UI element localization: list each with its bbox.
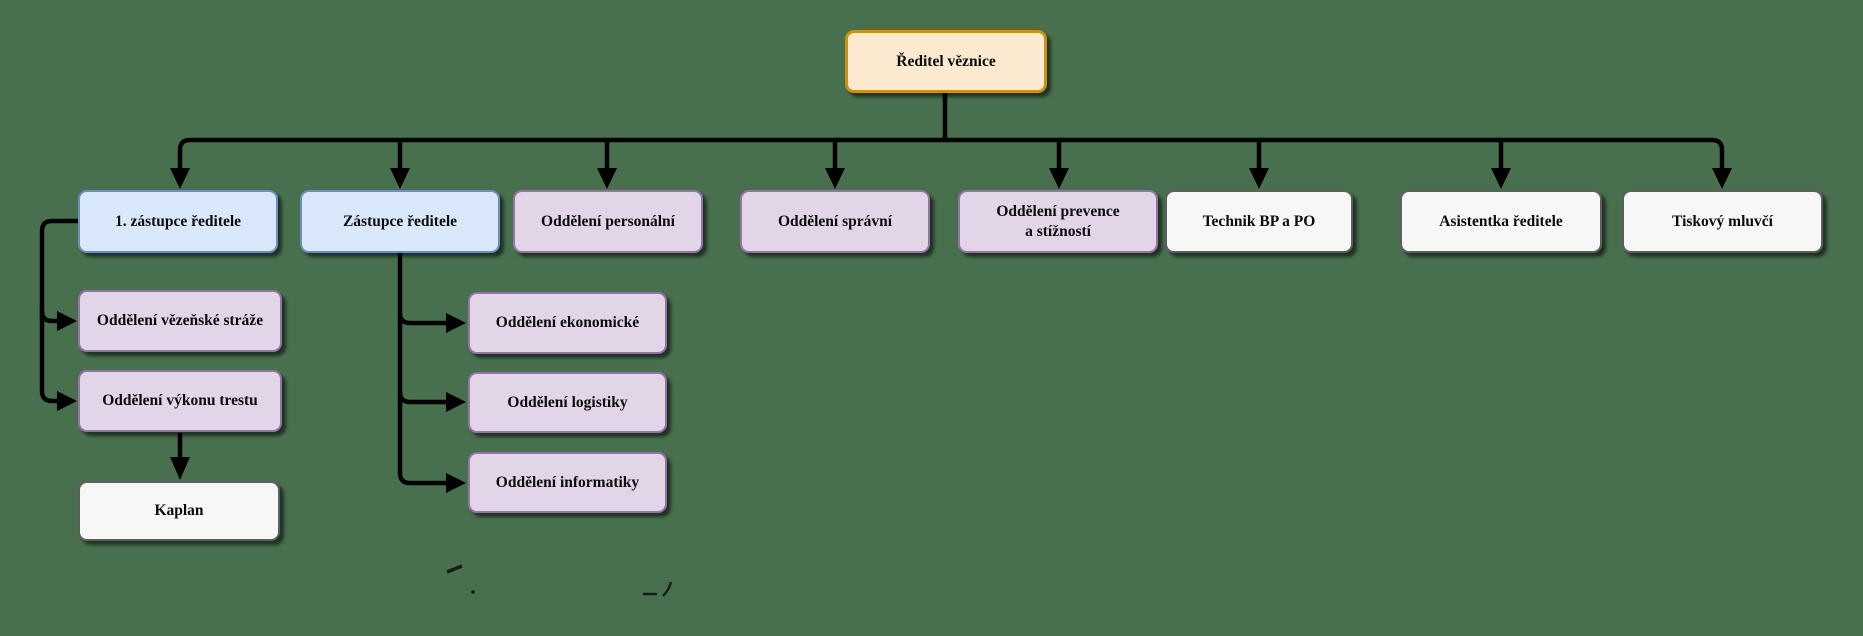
connector-kaplan	[170, 433, 190, 480]
connector-right-trunk	[397, 253, 466, 493]
node-technik-bp-a-po: Technik BP a PO	[1165, 190, 1353, 253]
node-kaplan: Kaplan	[78, 481, 280, 541]
connector-left-trunk	[39, 218, 78, 411]
node-asistentka-reditele: Asistentka ředitele	[1400, 190, 1602, 253]
node-oddeleni-ekonomicke: Oddělení ekonomické	[468, 292, 667, 354]
node-tiskovy-mluvci: Tiskový mluvčí	[1622, 190, 1823, 253]
node-oddeleni-logistiky: Oddělení logistiky	[468, 372, 667, 433]
node-reditel-veznice: Ředitel věznice	[845, 30, 1047, 93]
node-oddeleni-spravni: Oddělení správní	[740, 190, 930, 253]
node-oddeleni-prevence-a-stiznosti: Oddělení prevence a stížností	[958, 190, 1158, 253]
node-oddeleni-personalni: Oddělení personální	[513, 190, 703, 253]
node-oddeleni-vezenske-straze: Oddělení vězeňské stráže	[78, 290, 282, 352]
node-zastupce-reditele: Zástupce ředitele	[300, 190, 500, 253]
node-oddeleni-informatiky: Oddělení informatiky	[468, 452, 667, 513]
node-1-zastupce-reditele: 1. zástupce ředitele	[78, 190, 278, 253]
node-oddeleni-vykonu-trestu: Oddělení výkonu trestu	[78, 370, 282, 432]
connector-bus	[170, 137, 1732, 189]
stray-ink-marks	[446, 564, 673, 597]
